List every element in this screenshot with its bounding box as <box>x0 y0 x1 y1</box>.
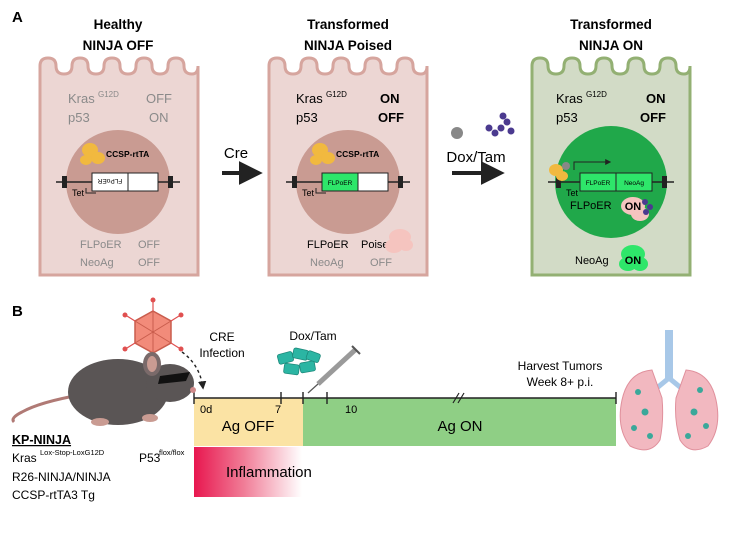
cell3-flpoer-state: ON <box>625 201 642 213</box>
cell3-neoag-state: ON <box>625 255 642 267</box>
cell3-title-line1: Transformed <box>570 17 652 32</box>
cell1-title-line1: Healthy <box>94 17 143 32</box>
cell2-construct-box2 <box>357 172 389 192</box>
geno-p53-sup: flox/flox <box>159 448 185 457</box>
cell1-rtta-protein-icon <box>80 143 105 165</box>
geno-p53: P53 <box>139 451 161 465</box>
cell1-tet-arrow <box>85 188 96 194</box>
syringe-icon <box>307 345 361 394</box>
cell2-title-line2: NINJA Poised <box>304 38 392 53</box>
cell3-loxp-left <box>556 176 561 188</box>
cell2-title-line1: Transformed <box>307 17 389 32</box>
ag-off-label: Ag OFF <box>222 418 275 435</box>
cell3-flpoer-nuc-label: FLPoER <box>570 200 612 212</box>
tick-label-7: 7 <box>275 404 281 416</box>
cell1-p53-state: ON <box>149 110 169 125</box>
cell2-p53-state: OFF <box>378 110 404 125</box>
cell2-flpoer-protein-icon <box>385 229 413 253</box>
cell3-neoag-construct-box <box>615 172 653 192</box>
inflammation-label: Inflammation <box>226 464 312 481</box>
geno-kras: Kras <box>12 451 37 465</box>
cell3-transcription-arrow <box>573 159 612 170</box>
dox-tam-arrow-label: Dox/Tam <box>446 149 505 166</box>
panel-b-label: B <box>12 303 23 320</box>
cell1-kras-label: Kras <box>68 91 95 106</box>
axis-break <box>452 392 465 404</box>
cell3-kras-state: ON <box>646 91 666 106</box>
cell3-loxp-right <box>662 176 667 188</box>
cell3-neoag-label: NeoAg <box>575 255 609 267</box>
tamoxifen-molecule-icon <box>485 112 515 137</box>
cre-label-line2: Infection <box>199 346 244 360</box>
cell2-kras-label: Kras <box>296 91 323 106</box>
harvest-line1: Harvest Tumors <box>518 359 603 373</box>
cell3-neoag-construct-label: NeoAg <box>624 180 644 187</box>
geno-kras-sup: Lox-Stop-LoxG12D <box>40 448 105 457</box>
cell2-loxp-right <box>398 176 403 188</box>
cell2-p53-label: p53 <box>296 110 318 125</box>
cell1-p53-label: p53 <box>68 110 90 125</box>
geno-line2: R26-NINJA/NINJA <box>12 470 111 484</box>
cell3-p53-label: p53 <box>556 110 578 125</box>
ag-on-bar <box>303 398 616 446</box>
cell1-kras-sup: G12D <box>98 90 119 99</box>
cell3-kras-sup: G12D <box>586 90 607 99</box>
cell3-title-line2: NINJA ON <box>579 38 643 53</box>
virus-icon <box>122 297 184 367</box>
cell2-neoag-label: NeoAg <box>310 257 344 269</box>
cell-healthy: Healthy NINJA OFF Kras G12D OFF p53 ON C… <box>38 17 200 277</box>
tick-label-0d: 0d <box>200 404 212 416</box>
cell1-tf-label: CCSP-rtTA <box>106 149 149 159</box>
cell2-tet-label: Tet <box>302 188 315 198</box>
cell3-construct-label: FLPoER <box>586 180 611 187</box>
geno-line3: CCSP-rtTA3 Tg <box>12 488 95 502</box>
cell3-neoag-protein-icon <box>619 245 648 271</box>
cell2-flpoer-label: FLPoER <box>307 239 349 251</box>
cell-transformed-poised: Transformed NINJA Poised Kras G12D ON p5… <box>267 17 429 277</box>
cell1-loxp-left <box>62 176 67 188</box>
cell2-neoag-state: OFF <box>370 257 392 269</box>
dox-label: Dox/Tam <box>289 329 336 343</box>
cell1-title-line2: NINJA OFF <box>83 38 154 53</box>
tick-label-10: 10 <box>345 404 357 416</box>
cell2-construct-label: FLPoER <box>328 180 353 187</box>
cell2-rtta-protein-icon <box>310 143 335 165</box>
cre-arrow-label: Cre <box>224 145 248 162</box>
cell1-tet-label: Tet <box>72 188 85 198</box>
cell2-kras-state: ON <box>380 91 400 106</box>
cell3-rtta-protein-icon <box>549 162 570 181</box>
inflammation-bar <box>194 447 302 497</box>
dox-molecule-icon <box>451 127 463 139</box>
cell1-flpoer-state: OFF <box>138 239 160 251</box>
cell1-kras-state: OFF <box>146 91 172 106</box>
cell1-flpoer-label: FLPoER <box>80 239 122 251</box>
cell1-loxp-right <box>168 176 173 188</box>
cell2-kras-sup: G12D <box>326 90 347 99</box>
pills-icon <box>276 347 321 376</box>
cell1-construct-label: FLPoER <box>97 177 122 184</box>
cell2-loxp-left <box>292 176 297 188</box>
ag-on-label: Ag ON <box>437 418 482 435</box>
cell3-flpoer-protein-icon <box>621 197 653 221</box>
cell3-p53-state: OFF <box>640 110 666 125</box>
cell2-tf-label: CCSP-rtTA <box>336 149 379 159</box>
mouse-icon <box>11 352 196 426</box>
cell-transformed-on: Transformed NINJA ON Kras G12D ON p53 OF… <box>530 17 692 277</box>
cell1-construct-box2 <box>127 172 159 192</box>
ag-off-bar <box>194 398 303 446</box>
cell2-tet-arrow <box>315 188 326 194</box>
panel-a-label: A <box>12 9 23 26</box>
cell3-kras-label: Kras <box>556 91 583 106</box>
harvest-line2: Week 8+ p.i. <box>527 375 594 389</box>
cre-label-line1: CRE <box>209 330 234 344</box>
lungs-tumor-icon <box>619 330 719 451</box>
cell1-neoag-state: OFF <box>138 257 160 269</box>
cell1-neoag-label: NeoAg <box>80 257 114 269</box>
mouse-title: KP-NINJA <box>12 433 71 447</box>
cell3-tet-label: Tet <box>566 188 579 198</box>
